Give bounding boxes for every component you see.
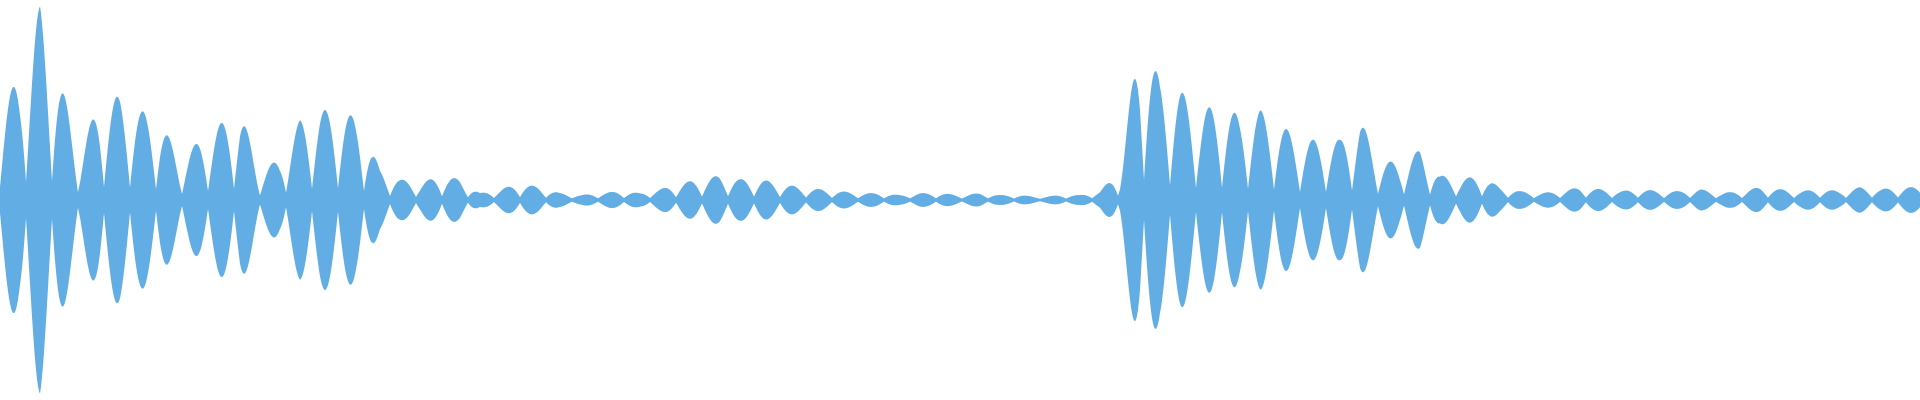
waveform-series bbox=[0, 6, 1920, 394]
waveform-group bbox=[0, 6, 1920, 394]
